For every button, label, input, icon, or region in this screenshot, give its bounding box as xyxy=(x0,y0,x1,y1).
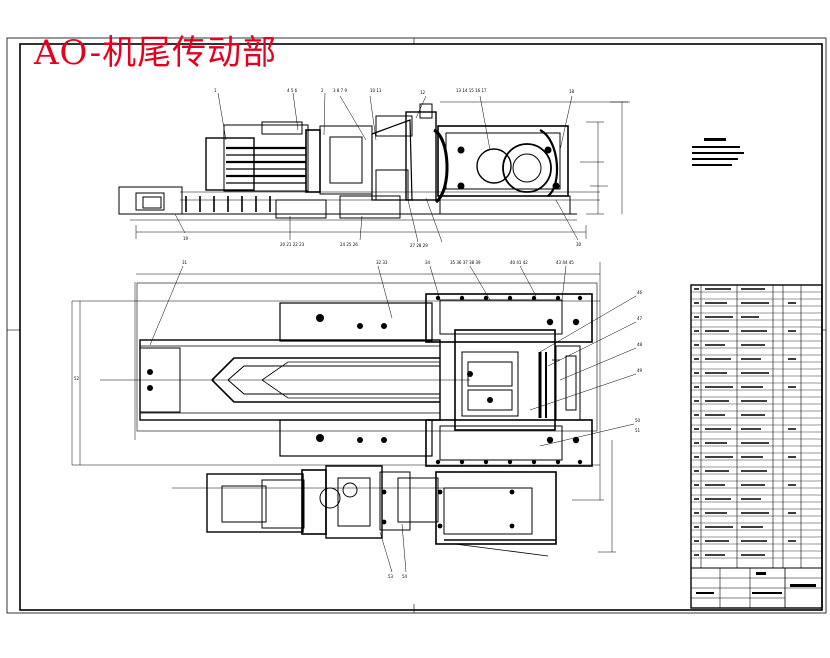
drawing-frame xyxy=(6,37,827,614)
parts-list-table xyxy=(690,284,823,609)
svg-text:51: 51 xyxy=(635,428,641,433)
svg-text:2: 2 xyxy=(321,88,324,93)
svg-text:34: 34 xyxy=(425,260,431,265)
svg-text:40 41 42: 40 41 42 xyxy=(510,260,528,265)
elevation-view xyxy=(118,92,630,243)
title-block xyxy=(691,568,822,608)
svg-text:43 44 45: 43 44 45 xyxy=(556,260,574,265)
svg-text:52: 52 xyxy=(74,376,80,381)
svg-text:53: 53 xyxy=(388,574,394,579)
svg-text:48: 48 xyxy=(637,342,643,347)
elevation-balloons: 1 4 5 6 2 3 8 7 9 10 11 12 13 14 15 16 17 18… xyxy=(183,88,582,248)
svg-text:47: 47 xyxy=(637,316,643,321)
svg-text:46: 46 xyxy=(637,290,643,295)
svg-text:19: 19 xyxy=(183,236,189,241)
svg-text:18: 18 xyxy=(569,89,575,94)
svg-text:10 11: 10 11 xyxy=(370,88,382,93)
svg-text:49: 49 xyxy=(637,368,643,373)
svg-text:50: 50 xyxy=(635,418,641,423)
svg-text:13 14 15 16 17: 13 14 15 16 17 xyxy=(456,88,487,93)
svg-text:27 28 29: 27 28 29 xyxy=(410,243,428,248)
svg-text:3 8 7 9: 3 8 7 9 xyxy=(333,88,347,93)
plan-balloons: 31 32 33 34 35 36 37 38 39 40 41 42 43 44 4… xyxy=(74,260,643,433)
parts-list-entries xyxy=(694,288,796,556)
svg-text:31: 31 xyxy=(182,260,188,265)
svg-text:4 5 6: 4 5 6 xyxy=(287,88,298,93)
svg-text:24 25 26: 24 25 26 xyxy=(340,242,358,247)
drawing-title: AO-机尾传动部 xyxy=(34,33,278,73)
svg-text:54: 54 xyxy=(402,574,408,579)
plan-view xyxy=(71,262,637,553)
side-view xyxy=(172,465,557,573)
svg-text:35 36 37 38 39: 35 36 37 38 39 xyxy=(450,260,481,265)
svg-text:20 21 22 23: 20 21 22 23 xyxy=(280,242,305,247)
svg-text:12: 12 xyxy=(420,90,426,95)
svg-text:1: 1 xyxy=(214,88,217,93)
svg-text:30: 30 xyxy=(576,242,582,247)
technical-notes xyxy=(692,138,744,166)
svg-text:32 33: 32 33 xyxy=(376,260,388,265)
side-balloons: 53 54 xyxy=(388,574,408,579)
